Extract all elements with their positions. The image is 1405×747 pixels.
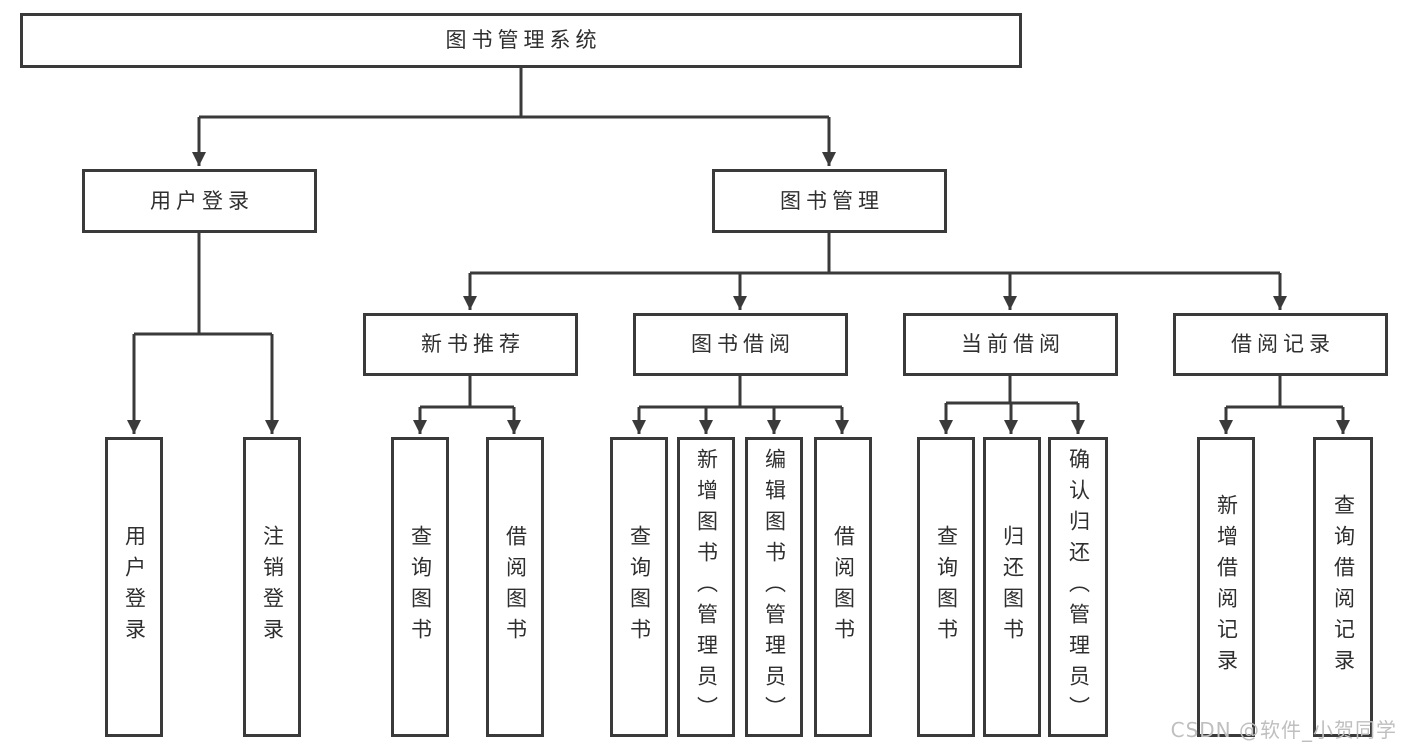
node-new-book-recommend-label: 新书推荐 — [421, 332, 525, 356]
node-new-book-recommend: 新书推荐 — [363, 313, 578, 376]
node-borrow-records-label: 借阅记录 — [1231, 332, 1335, 356]
leaf-borrow-records-query: 查询借阅记录 — [1313, 437, 1373, 737]
node-user-login: 用户登录 — [82, 169, 317, 233]
watermark: CSDN @软件_小贺同学 — [1170, 718, 1397, 742]
leaf-book-borrow-add-admin-label: 新增图书（管理员） — [694, 447, 719, 727]
leaf-user-login-label: 用户登录 — [122, 525, 147, 649]
leaf-book-borrow-edit-admin: 编辑图书（管理员） — [745, 437, 803, 737]
leaf-current-borrow-query-label: 查询图书 — [934, 525, 959, 649]
leaf-new-books-borrow-label: 借阅图书 — [503, 525, 528, 649]
leaf-new-books-query-label: 查询图书 — [408, 525, 433, 649]
node-book-management: 图书管理 — [712, 169, 947, 233]
node-book-borrow-label: 图书借阅 — [691, 332, 795, 356]
leaf-logout-label: 注销登录 — [260, 525, 285, 649]
leaf-book-borrow-borrow-label: 借阅图书 — [831, 525, 856, 649]
leaf-book-borrow-edit-admin-label: 编辑图书（管理员） — [762, 447, 787, 727]
node-root-label: 图书管理系统 — [445, 28, 602, 52]
leaf-user-login: 用户登录 — [105, 437, 163, 737]
leaf-current-borrow-confirm-admin-label: 确认归还（管理员） — [1066, 447, 1091, 727]
leaf-current-borrow-return: 归还图书 — [983, 437, 1041, 737]
leaf-book-borrow-borrow: 借阅图书 — [814, 437, 872, 737]
node-root-system: 图书管理系统 — [20, 13, 1022, 68]
leaf-current-borrow-return-label: 归还图书 — [1000, 525, 1025, 649]
node-current-borrow-label: 当前借阅 — [961, 332, 1065, 356]
leaf-current-borrow-query: 查询图书 — [917, 437, 975, 737]
leaf-borrow-records-add-label: 新增借阅记录 — [1214, 494, 1239, 680]
node-book-borrow: 图书借阅 — [633, 313, 848, 376]
node-borrow-records: 借阅记录 — [1173, 313, 1388, 376]
leaf-current-borrow-confirm-admin: 确认归还（管理员） — [1048, 437, 1108, 737]
leaf-logout: 注销登录 — [243, 437, 301, 737]
node-user-login-label: 用户登录 — [150, 188, 254, 213]
leaf-book-borrow-query: 查询图书 — [610, 437, 668, 737]
node-book-management-label: 图书管理 — [780, 188, 884, 213]
leaf-new-books-query: 查询图书 — [391, 437, 449, 737]
leaf-borrow-records-add: 新增借阅记录 — [1197, 437, 1255, 737]
leaf-new-books-borrow: 借阅图书 — [486, 437, 544, 737]
leaf-book-borrow-query-label: 查询图书 — [627, 525, 652, 649]
leaf-borrow-records-query-label: 查询借阅记录 — [1331, 494, 1356, 680]
leaf-book-borrow-add-admin: 新增图书（管理员） — [677, 437, 735, 737]
node-current-borrow: 当前借阅 — [903, 313, 1118, 376]
